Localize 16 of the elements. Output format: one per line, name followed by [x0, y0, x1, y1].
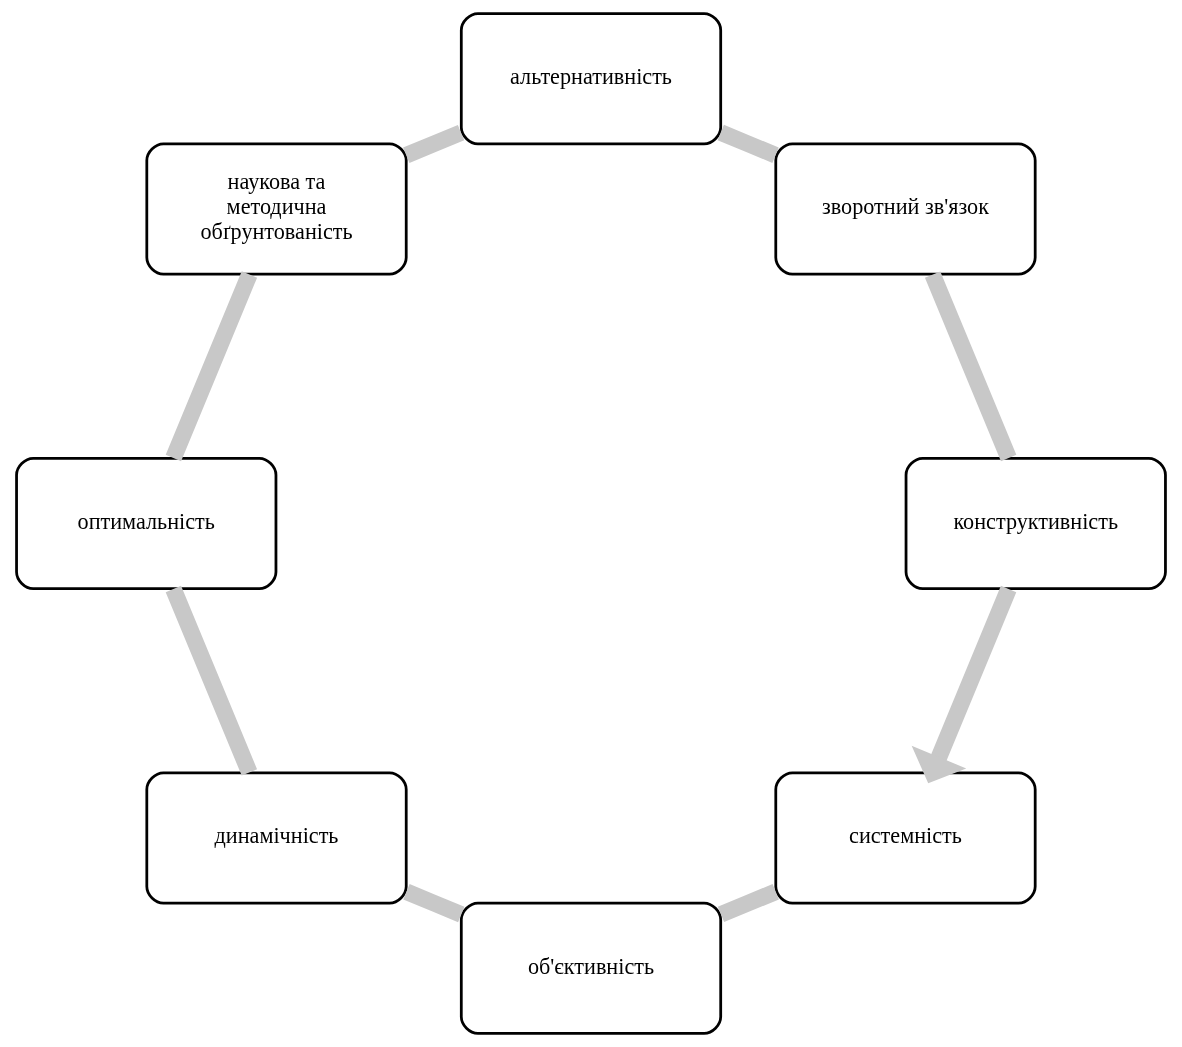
connector: [717, 884, 779, 923]
connector: [717, 124, 779, 163]
node-box: конструктивність: [904, 456, 1167, 591]
node-box: наукова та методична обґрунтованість: [145, 142, 408, 276]
node-box: оптимальність: [15, 456, 278, 591]
node-box: зворотний зв'язок: [774, 142, 1037, 276]
arrow: [911, 585, 1017, 784]
node-box: динамічність: [145, 771, 408, 905]
connector: [403, 124, 465, 163]
node-box: об'єктивність: [459, 901, 723, 1035]
connector: [403, 884, 465, 923]
node-box: системність: [774, 771, 1037, 905]
connector: [924, 271, 1017, 462]
connector: [165, 585, 258, 776]
node-box: альтернативність: [459, 12, 723, 146]
connector: [165, 271, 258, 462]
